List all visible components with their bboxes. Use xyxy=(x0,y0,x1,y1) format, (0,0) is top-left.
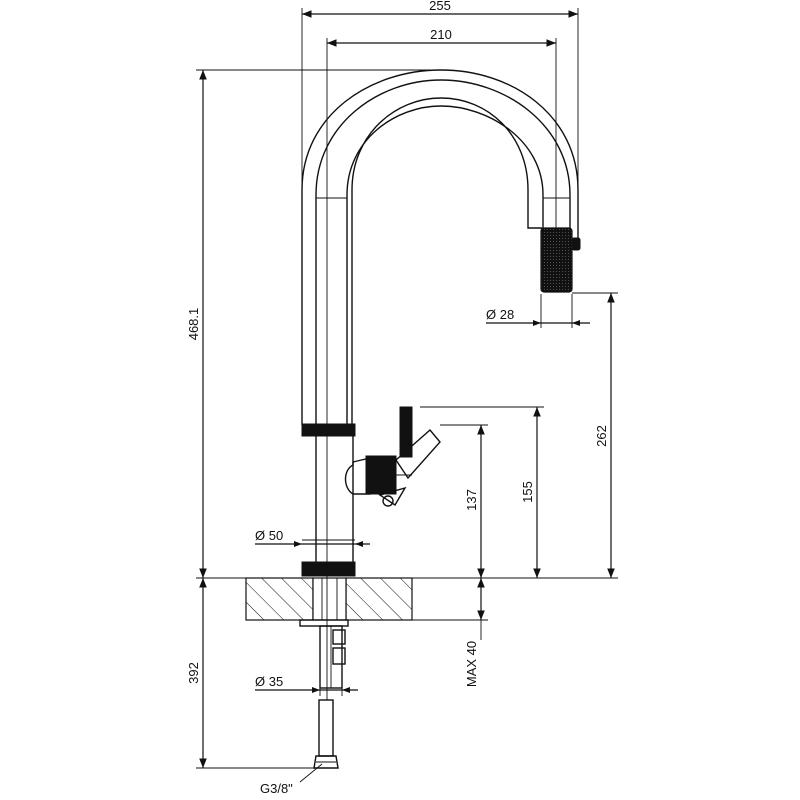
spout-tube-arc-inner xyxy=(346,105,544,230)
countertop-right xyxy=(345,577,413,621)
hose-fitting xyxy=(313,755,339,769)
label-d28: Ø 28 xyxy=(486,307,514,322)
lever-handle xyxy=(344,406,441,507)
label-210: 210 xyxy=(430,27,452,42)
label-392: 392 xyxy=(186,662,201,684)
spray-head xyxy=(540,227,573,293)
supply-hose xyxy=(318,699,334,757)
label-137: 137 xyxy=(464,489,479,511)
label-262: 262 xyxy=(594,425,609,447)
spray-head-button xyxy=(571,237,581,251)
label-max40: MAX 40 xyxy=(464,641,479,687)
spout-inner-arc xyxy=(351,97,542,425)
dimension-labels: 255 210 468.1 Ø 28 262 155 137 Ø 50 392 … xyxy=(186,0,609,796)
body-base-ring xyxy=(301,561,356,577)
mounting-nut xyxy=(299,619,349,627)
shank-in-counter xyxy=(312,577,347,621)
label-d35: Ø 35 xyxy=(255,674,283,689)
label-g38: G3/8" xyxy=(260,781,293,796)
label-255: 255 xyxy=(429,0,451,13)
thread-leader xyxy=(299,763,323,783)
label-d50: Ø 50 xyxy=(255,528,283,543)
countertop-left xyxy=(245,577,314,621)
label-155: 155 xyxy=(520,481,535,503)
faucet-body xyxy=(301,69,581,577)
spout-tube-arc-outer xyxy=(315,79,571,230)
label-468: 468.1 xyxy=(186,308,201,341)
countertop-section xyxy=(245,577,413,769)
dimension-lines xyxy=(196,8,618,783)
body-column xyxy=(301,423,356,437)
